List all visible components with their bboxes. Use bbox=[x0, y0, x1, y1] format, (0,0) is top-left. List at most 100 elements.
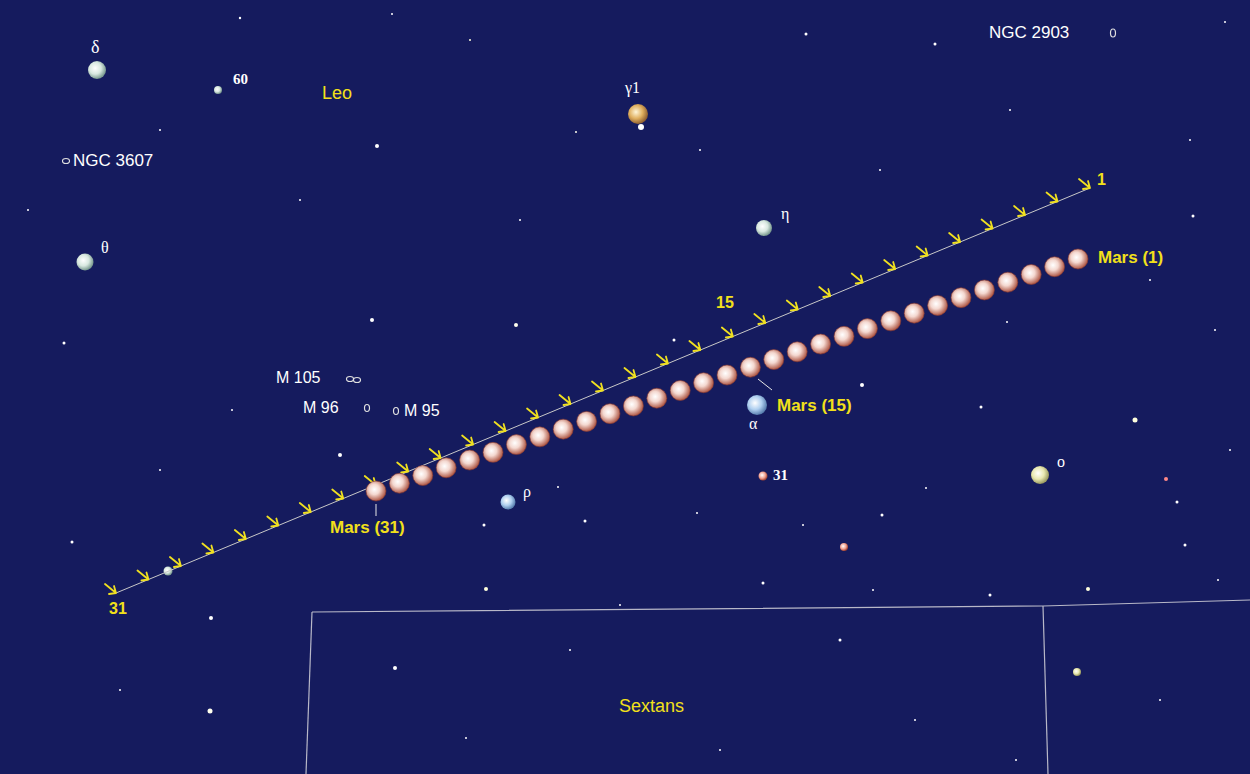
mars-disc bbox=[694, 373, 714, 393]
star-label: ρ bbox=[523, 484, 531, 500]
star bbox=[840, 543, 848, 551]
galaxy-symbol bbox=[63, 159, 70, 164]
mars-disc bbox=[1045, 257, 1065, 277]
background-star bbox=[209, 616, 213, 620]
mars-label: Mars (1) bbox=[1098, 249, 1163, 266]
background-star bbox=[619, 604, 621, 606]
leader-line bbox=[758, 379, 772, 390]
date-arrow bbox=[657, 355, 668, 365]
date-arrow bbox=[202, 544, 213, 554]
background-star bbox=[569, 649, 571, 651]
mars-disc bbox=[530, 427, 550, 447]
background-star bbox=[1015, 759, 1017, 761]
background-star bbox=[375, 144, 379, 148]
background-star bbox=[860, 383, 864, 387]
mars-disc bbox=[787, 342, 807, 362]
mars-disc bbox=[577, 411, 597, 431]
background-star bbox=[1192, 215, 1195, 218]
mars-disc bbox=[553, 419, 573, 439]
background-star bbox=[483, 524, 486, 527]
star-31 bbox=[759, 472, 768, 481]
background-star bbox=[231, 409, 233, 411]
background-star bbox=[557, 486, 559, 488]
galaxy-symbol bbox=[365, 405, 370, 412]
background-star bbox=[1133, 418, 1138, 423]
star-omicron bbox=[1031, 466, 1049, 484]
background-star bbox=[719, 749, 721, 751]
background-star bbox=[159, 129, 161, 131]
date-arrow bbox=[235, 530, 246, 540]
background-star bbox=[934, 43, 937, 46]
background-star bbox=[1149, 279, 1151, 281]
date-arrow bbox=[754, 314, 765, 324]
date-arrow bbox=[819, 287, 830, 297]
mars-disc bbox=[436, 458, 456, 478]
mars-disc bbox=[928, 295, 948, 315]
constellation-name: Sextans bbox=[619, 697, 684, 715]
background-star bbox=[879, 169, 881, 171]
object-label: NGC 3607 bbox=[73, 152, 153, 169]
background-star bbox=[391, 13, 393, 15]
date-arrow bbox=[462, 436, 473, 446]
named-stars bbox=[77, 61, 1082, 676]
background-star bbox=[484, 587, 488, 591]
background-star bbox=[673, 339, 676, 342]
background-star bbox=[1176, 501, 1179, 504]
background-star bbox=[925, 487, 927, 489]
background-star bbox=[980, 406, 983, 409]
object-label: M 95 bbox=[404, 403, 440, 419]
boundary-line bbox=[306, 612, 312, 774]
star-label: α bbox=[749, 416, 757, 432]
star-label: δ bbox=[91, 38, 99, 56]
background-star bbox=[1009, 109, 1011, 111]
mars-disc bbox=[951, 288, 971, 308]
mars-disc bbox=[904, 303, 924, 323]
mars-disc bbox=[1021, 264, 1041, 284]
star-gamma2 bbox=[638, 124, 644, 130]
mars-track bbox=[366, 249, 1088, 501]
date-number: 1 bbox=[1097, 172, 1106, 188]
background-star bbox=[514, 323, 518, 327]
background-star bbox=[1184, 544, 1187, 547]
date-arrow bbox=[495, 422, 506, 432]
background-star bbox=[27, 209, 29, 211]
background-star bbox=[881, 514, 884, 517]
mars-disc bbox=[389, 473, 409, 493]
mars-disc bbox=[623, 396, 643, 416]
background-star bbox=[119, 689, 121, 691]
star-delta bbox=[88, 61, 106, 79]
background-star bbox=[519, 219, 521, 221]
mars-disc bbox=[460, 450, 480, 470]
constellation-name: Leo bbox=[322, 84, 352, 102]
mars-disc bbox=[647, 388, 667, 408]
leader-lines bbox=[376, 379, 772, 516]
mars-disc bbox=[881, 311, 901, 331]
background-star bbox=[469, 39, 471, 41]
mars-disc bbox=[998, 272, 1018, 292]
background-star bbox=[584, 520, 587, 523]
mars-disc bbox=[740, 357, 760, 377]
background-star bbox=[465, 737, 467, 739]
mars-disc bbox=[764, 350, 784, 370]
star-label: 60 bbox=[233, 72, 248, 87]
date-arrow bbox=[722, 328, 733, 338]
mars-disc bbox=[413, 466, 433, 486]
boundary-line bbox=[1043, 606, 1048, 774]
mars-label: Mars (15) bbox=[777, 397, 852, 414]
date-arrow bbox=[917, 247, 928, 257]
mars-label: Mars (31) bbox=[330, 519, 405, 536]
background-star bbox=[1217, 579, 1219, 581]
background-star bbox=[872, 589, 874, 591]
date-arrow bbox=[170, 557, 181, 567]
star-label: 31 bbox=[773, 468, 788, 483]
star-rho bbox=[501, 495, 516, 510]
mars-disc bbox=[506, 435, 526, 455]
mars-disc bbox=[483, 442, 503, 462]
date-arrow bbox=[332, 490, 343, 500]
background-star bbox=[805, 33, 808, 36]
date-arrow bbox=[430, 449, 441, 459]
date-arrow bbox=[624, 368, 635, 378]
date-line bbox=[116, 188, 1090, 593]
date-arrow bbox=[949, 233, 960, 243]
